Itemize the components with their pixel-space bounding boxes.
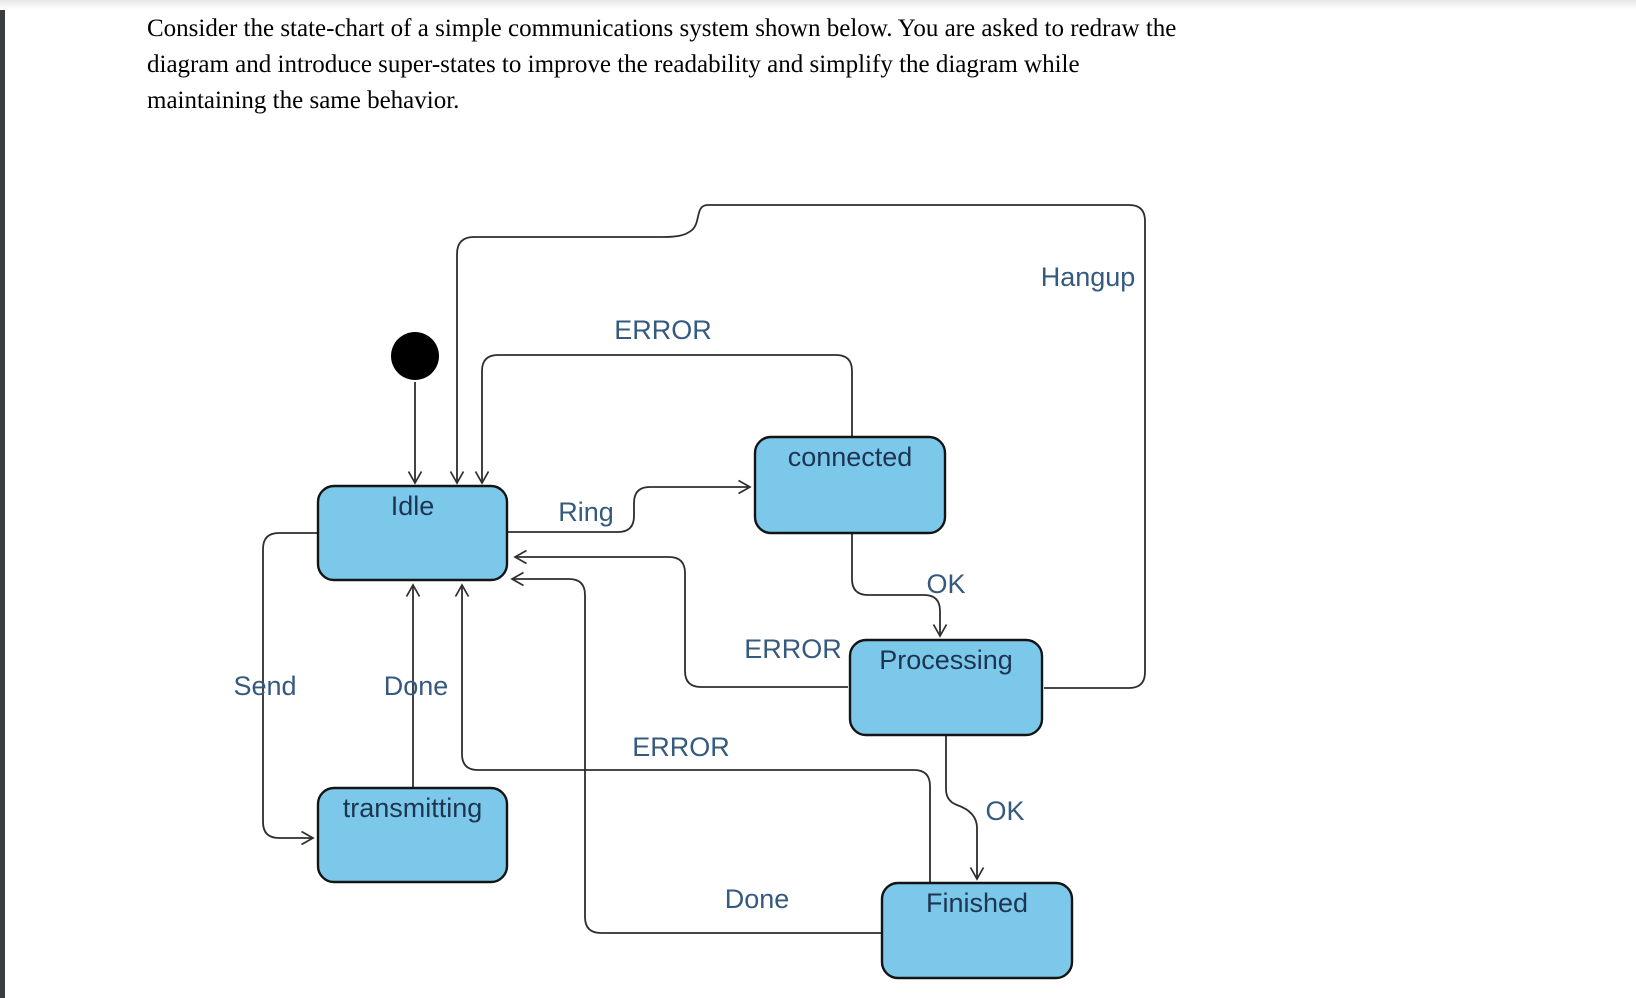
initial-state-marker <box>391 332 439 380</box>
state-finished <box>880 881 1074 980</box>
state-connected <box>753 435 947 535</box>
transition-label-idle-to-transmitting: Send <box>233 671 296 701</box>
transition-label-connected-to-idle: ERROR <box>614 315 712 345</box>
transition-label-idle-to-connected: Ring <box>558 497 614 527</box>
state-label-connected: connected <box>788 442 913 472</box>
transition-idle-to-transmitting <box>262 532 318 846</box>
window-left-edge <box>0 0 5 998</box>
transition-label-finished-to-idle-done: Done <box>725 884 790 914</box>
state-label-idle: Idle <box>391 491 435 521</box>
transition-label-processing-to-idle: ERROR <box>744 634 842 664</box>
state-idle <box>316 484 509 582</box>
diagram-content: RingERROROKERRORHangupERRORDoneSendOKDon… <box>233 204 1146 980</box>
state-label-finished: Finished <box>926 888 1028 918</box>
transition-processing-to-idle-hangup <box>449 204 1146 689</box>
question-line-3: maintaining the same behavior. <box>147 87 460 114</box>
transition-label-connected-to-processing: OK <box>926 569 965 599</box>
transition-finished-to-idle-error <box>454 583 931 883</box>
state-processing <box>848 638 1044 737</box>
question-line-2: diagram and introduce super-states to im… <box>147 51 1080 78</box>
transition-connected-to-processing <box>851 533 948 638</box>
transition-finished-to-idle-done <box>510 571 882 934</box>
transition-label-finished-to-idle-error: ERROR <box>632 732 730 762</box>
question-text: Consider the state-chart of a simple com… <box>147 11 1407 119</box>
transition-idle-to-connected <box>507 479 752 533</box>
transition-processing-to-finished <box>945 735 985 881</box>
transition-label-processing-to-finished: OK <box>985 796 1024 826</box>
state-label-transmitting: transmitting <box>343 793 483 823</box>
window-top-edge <box>0 0 1636 10</box>
question-line-1: Consider the state-chart of a simple com… <box>147 15 1177 42</box>
state-label-processing: Processing <box>879 645 1013 675</box>
transition-connected-to-idle <box>474 354 853 485</box>
state-transmitting <box>316 786 509 884</box>
transition-label-processing-to-idle-hangup: Hangup <box>1041 262 1136 292</box>
transition-processing-to-idle <box>513 549 848 688</box>
transition-label-transmitting-to-idle: Done <box>384 671 449 701</box>
